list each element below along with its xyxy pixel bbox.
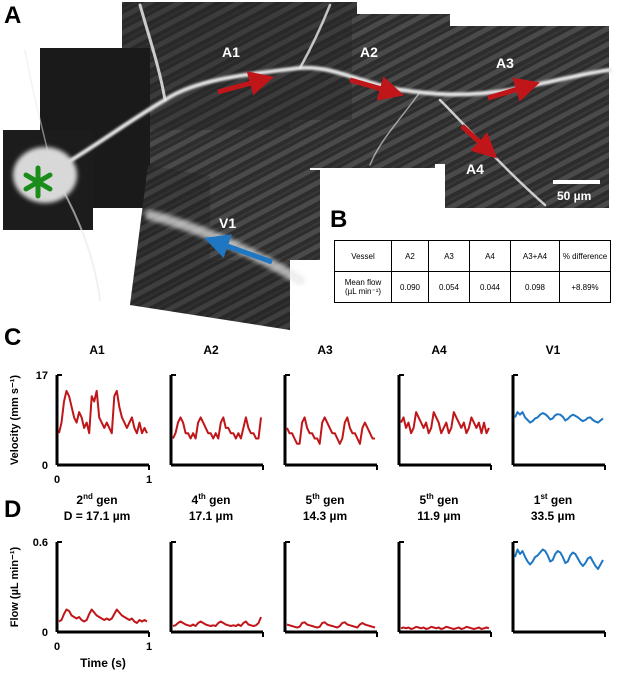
table-header-row: Vessel A2 A3 A4 A3+A4 % difference [334, 240, 611, 272]
table-row-label: Mean flow (µL min⁻¹) [334, 271, 392, 303]
column-title-a1: A1 [89, 343, 105, 357]
diameter-label-a1: D = 17.1 µm [64, 509, 131, 523]
generation-label-a1: 2nd gen [76, 492, 117, 507]
v1-flow-arrow-icon [204, 234, 273, 265]
generation-label-a4: 5th gen [420, 492, 459, 507]
a4-flow-arrow-icon [460, 124, 498, 159]
velocity-y-tick-label: 17 [36, 370, 48, 382]
table-header-cell: A4 [469, 240, 511, 272]
flow-series-a1 [58, 608, 148, 624]
velocity-series-a2 [172, 416, 262, 440]
velocity-y-axis-title: Velocity (mm s⁻¹) [9, 375, 21, 466]
panel-label-b: B [330, 206, 348, 233]
flow-series-a4 [400, 625, 490, 630]
table-cell: 0.090 [391, 271, 429, 303]
label-a1: A1 [222, 44, 240, 60]
flow-x-tick-label: 0 [54, 641, 60, 653]
velocity-x-tick-label: 1 [146, 474, 152, 486]
generation-label-a3: 5th gen [306, 492, 345, 507]
flow-y-tick-label: 0.6 [33, 537, 48, 549]
cell-body [13, 147, 77, 203]
diameter-label-a3: 14.3 µm [303, 509, 347, 523]
column-title-a2: A2 [203, 343, 219, 357]
velocity-series-v1 [514, 411, 604, 424]
label-a4: A4 [466, 161, 484, 177]
table-header-cell: A3+A4 [510, 240, 560, 272]
flow-series-a3 [286, 621, 376, 629]
generation-label-v1: 1st gen [534, 492, 572, 507]
a1-flow-arrow-icon [217, 71, 275, 96]
flow-y-tick-label: 0 [42, 627, 48, 639]
label-a2: A2 [360, 44, 378, 60]
table-header-cell: A2 [391, 240, 429, 272]
table-header-cell: A3 [428, 240, 470, 272]
table-cell: 0.044 [469, 271, 511, 303]
column-title-a3: A3 [317, 343, 333, 357]
panel-label-d: D [4, 496, 22, 523]
generation-label-a2: 4th gen [192, 492, 231, 507]
scale-bar-label: 50 µm [557, 189, 591, 203]
diameter-label-a2: 17.1 µm [189, 509, 233, 523]
velocity-series-a1 [58, 389, 148, 435]
table-header-cell: Vessel [334, 240, 392, 272]
column-title-v1: V1 [546, 343, 561, 357]
asterisk-marker-icon [23, 165, 53, 199]
panel-label-a: A [4, 2, 22, 29]
table-row: Mean flow (µL min⁻¹) 0.090 0.054 0.044 0… [334, 271, 611, 303]
a3-flow-arrow-icon [487, 77, 540, 102]
panel-label-c: C [4, 324, 22, 351]
velocity-x-tick-label: 0 [54, 474, 60, 486]
table-header-cell: % difference [559, 240, 611, 272]
mean-flow-table: Vessel A2 A3 A4 A3+A4 % difference Mean … [334, 240, 611, 303]
vessel-micrograph-mosaic: A1 A2 A3 A4 V1 50 µm [3, 2, 612, 330]
table-cell: 0.054 [428, 271, 470, 303]
flow-x-tick-label: 1 [146, 641, 152, 653]
column-title-a4: A4 [431, 343, 447, 357]
flow-series-a2 [172, 616, 262, 627]
label-v1: V1 [219, 215, 236, 231]
velocity-series-a4 [400, 411, 490, 435]
flow-y-axis-title: Flow (µL min⁻¹) [9, 546, 21, 627]
table-cell: 0.098 [510, 271, 560, 303]
velocity-series-a3 [286, 416, 375, 445]
velocity-y-tick-label: 0 [42, 460, 48, 472]
label-a3: A3 [496, 55, 514, 71]
table-cell: +8.89% [559, 271, 611, 303]
diameter-label-v1: 33.5 µm [531, 509, 575, 523]
diameter-label-a4: 11.9 µm [417, 509, 461, 523]
a2-flow-arrow-icon [349, 76, 405, 101]
flow-series-v1 [514, 548, 604, 570]
flow-x-axis-title: Time (s) [80, 656, 126, 670]
